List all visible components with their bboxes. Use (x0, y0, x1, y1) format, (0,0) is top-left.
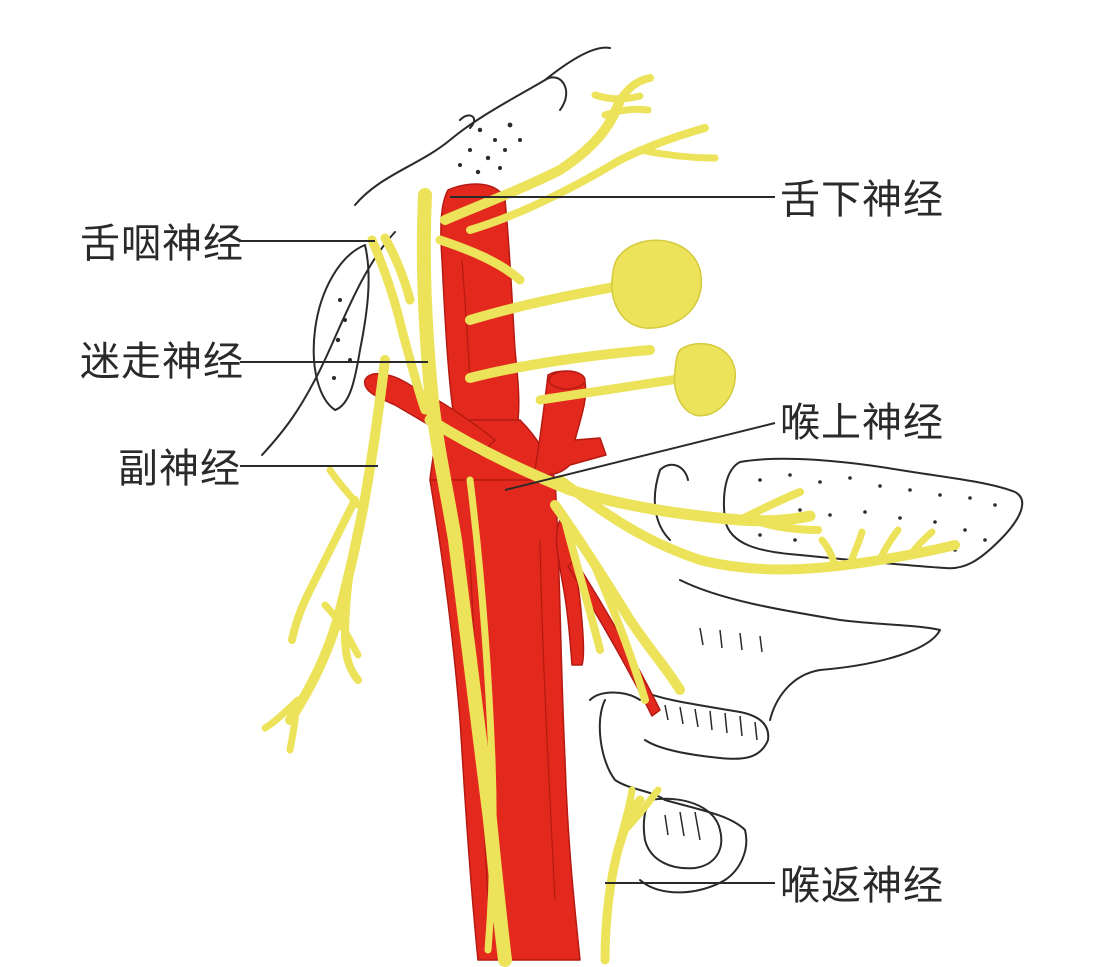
ganglion-upper (611, 239, 703, 329)
label-vagus-nerve: 迷走神经 (80, 339, 244, 385)
outline-structures (261, 46, 1024, 894)
larynx-striations (664, 627, 763, 841)
bone-texture (332, 122, 997, 552)
leader-superior-laryngeal (504, 422, 776, 491)
label-superior-laryngeal-nerve: 喉上神经 (780, 400, 944, 446)
label-hypoglossal-nerve: 舌下神经 (780, 177, 944, 223)
label-glossopharyngeal-nerve: 舌咽神经 (80, 221, 244, 267)
label-accessory-nerve: 副神经 (118, 446, 241, 492)
label-recurrent-laryngeal-nerve: 喉返神经 (780, 863, 944, 909)
ganglion-lower (673, 342, 736, 417)
nerves (261, 74, 960, 967)
leader-lines (240, 196, 776, 884)
ganglia (611, 239, 736, 417)
